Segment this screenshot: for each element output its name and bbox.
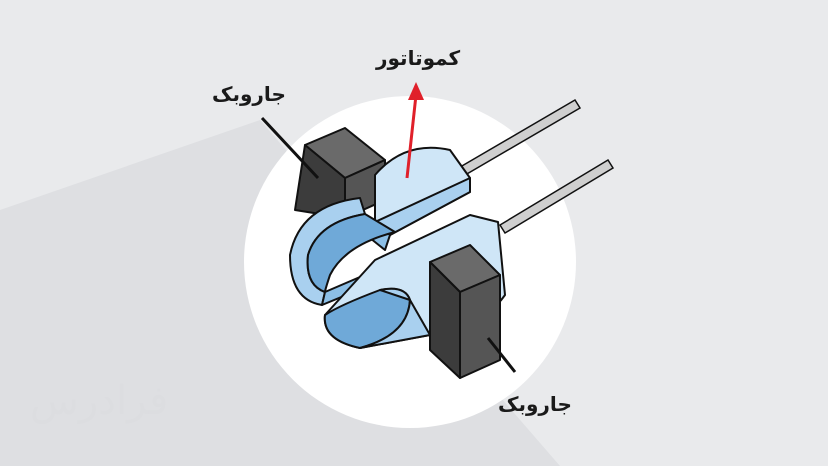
commutator-arrow — [405, 82, 424, 179]
commutator-segment-upper — [369, 146, 471, 251]
brush-bottom-label: جاروبک — [498, 392, 572, 416]
brush-bottom — [429, 244, 501, 379]
shaft-wires — [453, 98, 615, 235]
watermark-logo: فرادرس — [30, 378, 169, 424]
brush-top-label: جاروبک — [212, 82, 286, 106]
brush-top-leader — [260, 116, 320, 180]
brush-bottom-leader — [486, 337, 517, 373]
commutator-label: کموتاتور — [376, 46, 461, 70]
